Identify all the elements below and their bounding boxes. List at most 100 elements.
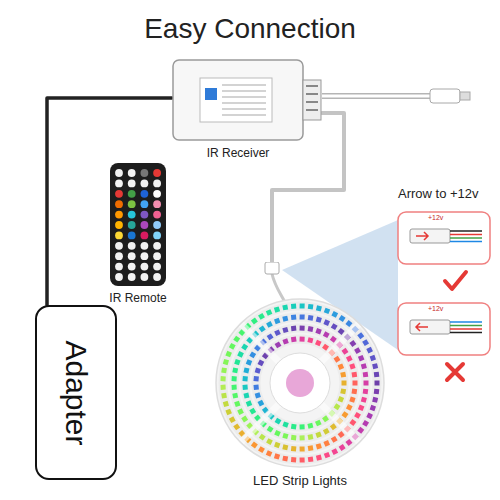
led <box>266 321 273 328</box>
node-label: IR Remote <box>98 291 178 305</box>
remote-button <box>141 263 149 271</box>
led <box>232 393 238 399</box>
remote-figure-figure <box>100 163 180 289</box>
led <box>258 446 265 453</box>
led <box>340 372 346 378</box>
remote-button <box>141 252 149 260</box>
led <box>352 389 358 395</box>
led <box>315 420 322 427</box>
led <box>340 388 346 394</box>
led <box>308 445 314 451</box>
remote-button <box>153 273 161 281</box>
led <box>338 328 345 335</box>
reel <box>216 299 384 467</box>
led <box>358 355 365 362</box>
led <box>374 389 380 395</box>
correct-inset <box>398 212 490 289</box>
remote-button <box>141 232 149 240</box>
led <box>282 338 288 344</box>
led <box>363 389 369 395</box>
plug-symbol <box>410 320 450 334</box>
led <box>345 439 352 446</box>
pin-label: +12v <box>428 214 443 222</box>
led <box>266 450 273 457</box>
remote-button <box>141 190 149 198</box>
led <box>349 396 355 402</box>
led <box>274 306 280 312</box>
remote-button <box>115 263 123 271</box>
led <box>330 336 337 343</box>
led <box>364 381 369 386</box>
node-label: LED Strip Lights <box>195 473 405 489</box>
remote-button <box>141 242 149 250</box>
led <box>354 412 361 419</box>
led <box>291 446 296 451</box>
reel-hub <box>270 353 330 413</box>
led <box>324 308 330 314</box>
led <box>232 367 238 373</box>
led <box>322 344 329 351</box>
sticker-print <box>222 108 266 110</box>
led <box>372 397 378 403</box>
remote-button <box>128 200 136 208</box>
led <box>259 434 266 441</box>
led <box>338 431 345 438</box>
led <box>282 304 288 310</box>
led <box>308 326 314 332</box>
remote-button <box>115 252 123 260</box>
led <box>291 457 296 462</box>
led <box>315 328 321 334</box>
receiver-box: IR Receiver <box>172 58 322 166</box>
led <box>241 416 248 423</box>
cable-outline <box>322 93 432 99</box>
led <box>346 355 353 362</box>
wire <box>450 325 482 327</box>
led <box>315 340 322 347</box>
led <box>223 401 229 407</box>
led <box>242 385 247 390</box>
led <box>243 393 249 399</box>
led <box>338 396 345 403</box>
remote-figure: IR Remote <box>100 163 180 308</box>
inset-frame <box>398 303 490 355</box>
led <box>282 444 288 450</box>
led <box>308 304 314 310</box>
led <box>246 400 253 407</box>
led <box>266 438 273 445</box>
led <box>353 381 358 386</box>
led <box>316 455 322 461</box>
led <box>275 341 282 348</box>
remote-button <box>153 232 161 240</box>
led <box>237 408 244 415</box>
led <box>233 423 240 430</box>
led <box>231 385 236 390</box>
remote-button <box>153 252 161 260</box>
led <box>372 363 378 369</box>
led <box>362 420 369 427</box>
remote-body <box>110 163 166 286</box>
led <box>316 317 322 323</box>
led <box>229 343 236 350</box>
remote-button <box>141 211 149 219</box>
led <box>299 336 304 341</box>
led <box>354 347 361 354</box>
led <box>223 359 229 365</box>
wire <box>450 241 482 243</box>
led <box>246 359 253 366</box>
remote-button <box>115 232 123 240</box>
led <box>362 339 369 346</box>
remote-button <box>115 180 123 188</box>
sticker-icon <box>205 88 217 100</box>
wire <box>450 321 482 323</box>
led <box>282 421 288 427</box>
led <box>299 424 304 429</box>
remote-button <box>128 232 136 240</box>
pin <box>306 109 318 111</box>
led <box>241 344 248 351</box>
led <box>361 363 367 369</box>
adapter-box: Adapter <box>35 305 117 480</box>
led <box>339 315 346 322</box>
led <box>308 315 314 321</box>
remote-button <box>153 180 161 188</box>
led <box>243 367 249 373</box>
